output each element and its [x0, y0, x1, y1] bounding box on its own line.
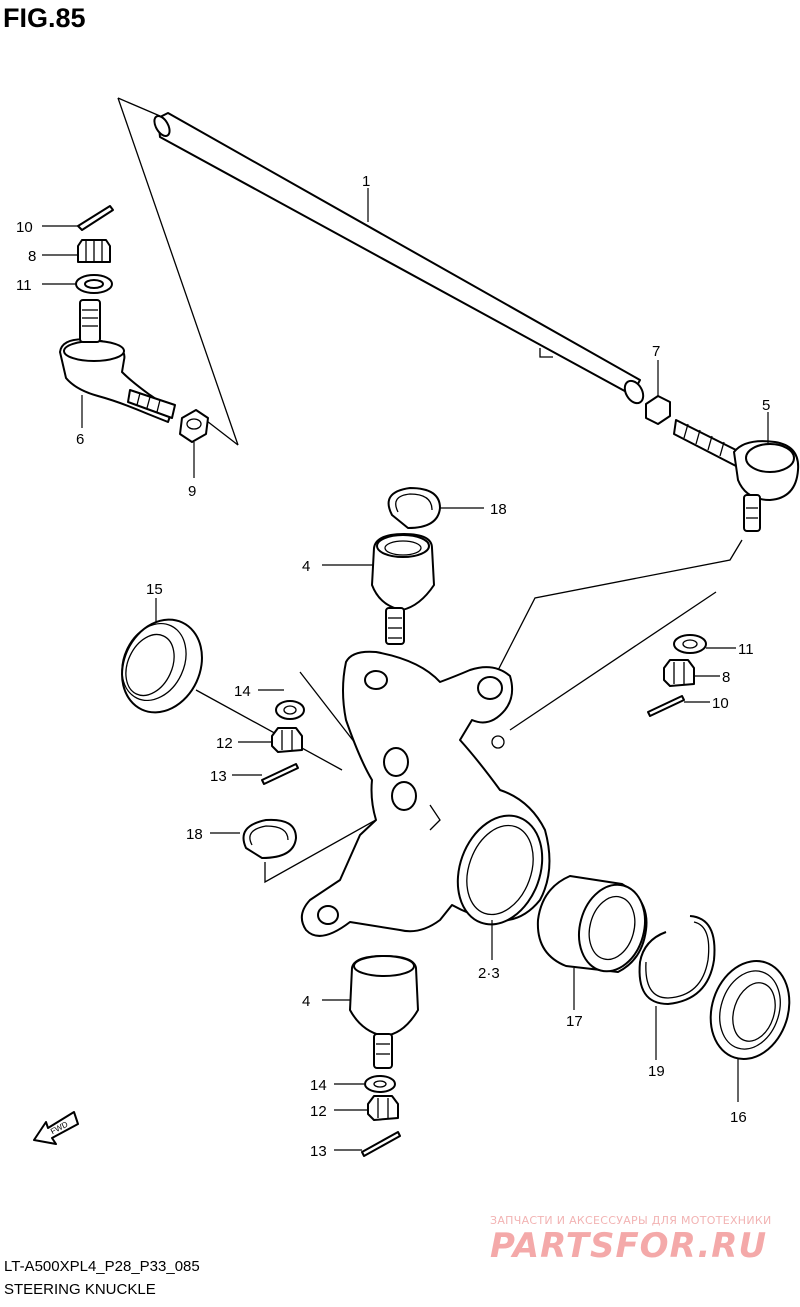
watermark-logo: PARTSFOR.RU — [490, 1226, 768, 1266]
cotter-pin-left — [42, 205, 114, 231]
callout-7: 7 — [652, 343, 660, 360]
tie-rod-end-right — [673, 412, 800, 532]
callout-14-lower: 14 — [310, 1077, 327, 1094]
washer-left — [42, 274, 113, 294]
watermark-tagline: ЗАПЧАСТИ И АКСЕССУАРЫ ДЛЯ МОТОТЕХНИКИ — [490, 1214, 772, 1227]
callout-2-3: 2·3 — [478, 965, 500, 982]
castle-nut-12-lower — [334, 1095, 399, 1121]
callout-12-upper: 12 — [216, 735, 233, 752]
cotter-pin-10-right — [647, 695, 710, 717]
hex-nut-9 — [179, 409, 209, 478]
cotter-pin-13-upper — [232, 763, 299, 785]
washer-14-upper — [258, 689, 305, 720]
fwd-direction-arrow: FWD — [33, 1111, 79, 1145]
steering-knuckle — [300, 650, 551, 960]
callout-18-lower: 18 — [186, 826, 203, 843]
callout-4-lower: 4 — [302, 993, 310, 1010]
assembly-guide-lines — [195, 539, 743, 884]
tie-rod-end-left — [59, 299, 176, 428]
figure-title: FIG.85 — [3, 3, 86, 33]
callout-1: 1 — [362, 173, 370, 190]
castle-nut-12-upper — [238, 727, 303, 753]
callout-19: 19 — [648, 1063, 665, 1080]
washer-14-lower — [334, 1075, 396, 1093]
snap-ring — [638, 915, 716, 1060]
callout-8-left: 8 — [28, 248, 36, 265]
callout-14-upper: 14 — [234, 683, 251, 700]
callout-12-lower: 12 — [310, 1103, 327, 1120]
circlip-lower — [210, 818, 297, 859]
ball-joint-lower — [322, 955, 419, 1069]
hex-nut-7 — [645, 360, 671, 425]
callout-17: 17 — [566, 1013, 583, 1030]
ball-joint-upper — [322, 533, 435, 645]
callout-labels: 1 2·3 4 4 5 6 7 8 8 9 10 10 11 11 12 12 … — [16, 173, 770, 1160]
callout-16: 16 — [730, 1109, 747, 1126]
callout-11-right: 11 — [738, 641, 754, 658]
callout-6: 6 — [76, 431, 84, 448]
callout-10-right: 10 — [712, 695, 729, 712]
cotter-pin-13-lower — [334, 1131, 401, 1157]
wheel-bearing — [536, 875, 648, 1010]
callout-8-right: 8 — [722, 669, 730, 686]
callout-13-lower: 13 — [310, 1143, 327, 1160]
section-name: STEERING KNUCKLE — [4, 1281, 156, 1298]
callout-5: 5 — [762, 397, 770, 414]
callout-4-upper: 4 — [302, 558, 310, 575]
callout-9: 9 — [188, 483, 196, 500]
callout-18-upper: 18 — [490, 501, 507, 518]
oil-seal-15 — [121, 598, 203, 714]
callout-10-left: 10 — [16, 219, 33, 236]
callout-13-upper: 13 — [210, 768, 227, 785]
tie-rod-group-outline — [117, 97, 239, 446]
castle-nut-left — [42, 239, 111, 263]
washer-11-right — [673, 634, 736, 654]
callout-15: 15 — [146, 581, 163, 598]
model-code: LT-A500XPL4_P28_P33_085 — [4, 1258, 200, 1275]
castle-nut-8-right — [663, 659, 720, 687]
tie-rod-tube — [153, 112, 645, 405]
callout-11-left: 11 — [16, 277, 32, 294]
oil-seal-16 — [709, 960, 791, 1102]
circlip-upper — [387, 487, 484, 529]
